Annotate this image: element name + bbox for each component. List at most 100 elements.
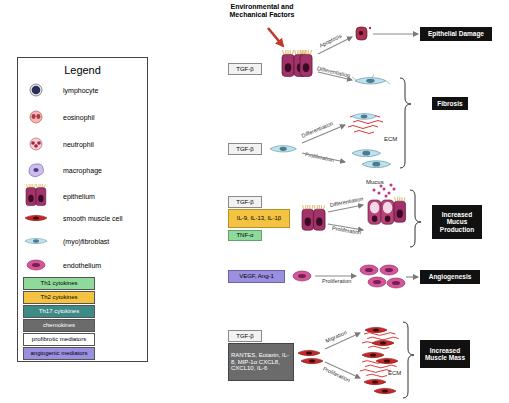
mucus-dot xyxy=(393,188,396,191)
box-text: TGF-β xyxy=(236,333,253,340)
fibroblast-icon xyxy=(25,238,47,243)
mucus-dot xyxy=(380,185,383,188)
annotation: Environmental and Mechanical Factors xyxy=(222,3,302,19)
smooth-muscle-cell xyxy=(372,340,394,345)
box-text: TGF-β xyxy=(236,199,253,206)
arrow-label: Proliferation xyxy=(322,366,351,383)
legend-text: eosinophil xyxy=(63,114,95,122)
mucus-dot xyxy=(373,189,376,192)
mucus-dot xyxy=(385,195,388,198)
smooth-muscle-cell xyxy=(298,350,320,355)
bracket xyxy=(403,322,414,398)
fibroblast xyxy=(270,146,296,152)
box-text: Fibrosis xyxy=(437,100,462,107)
extracellular-matrix xyxy=(348,116,383,134)
arrow-label: Mucus xyxy=(366,179,384,185)
legend-text: neutrophil xyxy=(63,141,94,149)
box-text: TGF-β xyxy=(236,66,253,73)
neutrophil-nucleus xyxy=(34,144,38,148)
eosinophil-nucleus xyxy=(32,114,36,119)
process-box: Epithelial Damage xyxy=(420,27,492,41)
legend-text: macrophage xyxy=(63,167,102,175)
apoptotic-cell xyxy=(356,27,371,40)
fibroblast xyxy=(352,150,381,157)
arrow-label: ECM xyxy=(384,136,397,142)
macrophage-nucleus xyxy=(33,168,38,172)
smooth-muscle-icon xyxy=(25,215,47,220)
mucus-dot xyxy=(383,188,386,191)
box-text: VEGF, Ang-1 xyxy=(239,273,274,280)
neutrophil-nucleus xyxy=(37,141,41,145)
eosinophil-icon xyxy=(30,111,42,123)
smooth-muscle-cell xyxy=(364,379,386,384)
lymphocyte-icon xyxy=(30,84,42,96)
arrow-label: Differentiation xyxy=(301,121,334,139)
legend-title: Legend xyxy=(64,64,101,77)
legend-swatch: angiogenic mediators xyxy=(23,347,95,360)
legend-text: Th17 cytokines xyxy=(39,308,79,315)
box-text: Angiogenesis xyxy=(429,273,472,280)
process-arrow xyxy=(302,153,345,162)
legend-text: chemokines xyxy=(43,322,75,329)
mucus-dots xyxy=(373,184,396,198)
extracellular-matrix xyxy=(360,361,397,377)
bracket xyxy=(400,78,411,168)
legend-text: smooth muscle cell xyxy=(63,215,123,223)
endothelial-cell xyxy=(380,265,398,275)
box-text: Increased Mucus Production xyxy=(432,211,482,233)
epithelium-icon xyxy=(26,184,46,206)
legend-text: Th2 cytokines xyxy=(40,294,77,301)
process-box: TGF-β xyxy=(228,330,262,342)
bracket xyxy=(410,190,421,247)
goblet-cell xyxy=(381,200,394,224)
arrow-label: Proliferation xyxy=(322,279,351,285)
process-box: TNF-α xyxy=(228,230,262,241)
box-text: TNF-α xyxy=(236,232,253,239)
epithelium xyxy=(282,50,306,76)
endothelial-cell xyxy=(387,278,405,288)
legend-swatch: profibrotic mediators xyxy=(23,333,95,346)
endothelial-cell xyxy=(293,271,311,281)
endothelial-cell xyxy=(368,277,386,287)
smooth-muscle-cell xyxy=(365,327,387,332)
process-arrow xyxy=(325,333,360,349)
epithelial-cell xyxy=(300,50,312,76)
process-box: Angiogenesis xyxy=(420,270,480,284)
process-box: Increased Mucus Production xyxy=(432,205,482,239)
fibroblast xyxy=(362,161,391,168)
neutrophil-icon xyxy=(30,138,42,150)
box-text: TGF-β xyxy=(236,146,253,153)
arrow-label: Differentiation xyxy=(329,197,363,209)
legend-box: Legend lymphocyte eosinophil neutrophil macr… xyxy=(17,57,148,362)
process-arrow xyxy=(318,37,352,54)
myofibroblast xyxy=(355,78,386,84)
arrow-label: Differentiation xyxy=(316,66,350,79)
process-box: TGF-β xyxy=(228,196,262,208)
process-arrow xyxy=(406,276,418,277)
legend-text: (myo)fibroblast xyxy=(63,238,109,246)
legend-text: lymphocyte xyxy=(63,87,98,95)
neutrophil-nucleus xyxy=(31,141,35,145)
legend-icons xyxy=(25,84,47,270)
smooth-muscle-cell xyxy=(362,352,384,357)
box-text: RANTES, Eotaxin, IL-8, MIP-1α CXCL8, CXC… xyxy=(231,352,291,373)
mucus-dot xyxy=(390,184,393,187)
legend-text: endothelium xyxy=(63,262,101,270)
box-text: Increased Muscle Mass xyxy=(420,347,470,362)
process-arrow xyxy=(318,72,352,80)
legend-swatch: Th1 cytokines xyxy=(23,277,95,290)
arrow-label: Proliferation xyxy=(332,226,362,236)
process-arrow xyxy=(373,33,418,34)
process-box: TGF-β xyxy=(228,143,262,155)
process-arrow xyxy=(328,205,363,212)
legend-text: Th1 cytokines xyxy=(40,280,77,287)
legend-swatch: Th2 cytokines xyxy=(23,291,95,304)
legend-swatch: chemokines xyxy=(23,319,95,332)
apoptotic-body xyxy=(369,27,371,29)
legend-text: epithelium xyxy=(63,193,95,201)
factor-arrow xyxy=(268,28,283,46)
process-arrow xyxy=(315,275,356,276)
process-box: TGF-β xyxy=(228,63,262,75)
